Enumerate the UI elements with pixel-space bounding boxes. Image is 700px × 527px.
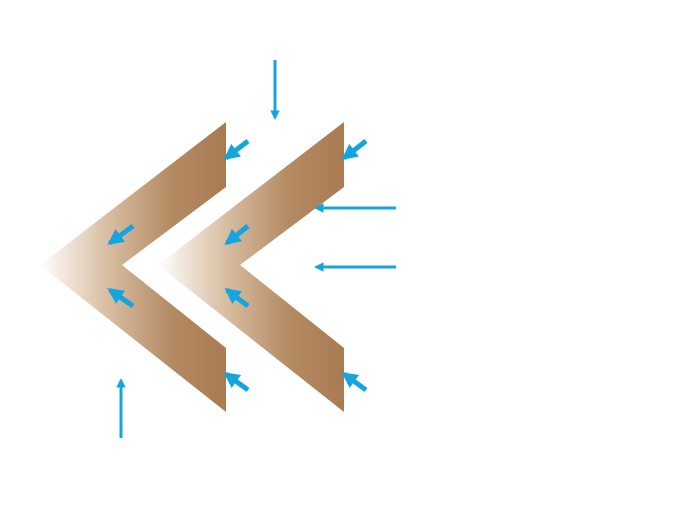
arrow-small xyxy=(223,139,250,160)
arrow-small xyxy=(224,224,250,246)
arrow-small xyxy=(341,371,368,393)
arrow-small xyxy=(341,139,368,160)
arrow-small xyxy=(107,287,135,309)
arrow-small xyxy=(223,371,250,393)
chevron-right xyxy=(158,122,344,412)
arrow-small xyxy=(224,288,250,308)
arrow-small xyxy=(107,223,135,246)
short-arrows xyxy=(107,139,368,393)
chevron-left xyxy=(40,122,226,412)
long-arrows xyxy=(116,60,396,438)
